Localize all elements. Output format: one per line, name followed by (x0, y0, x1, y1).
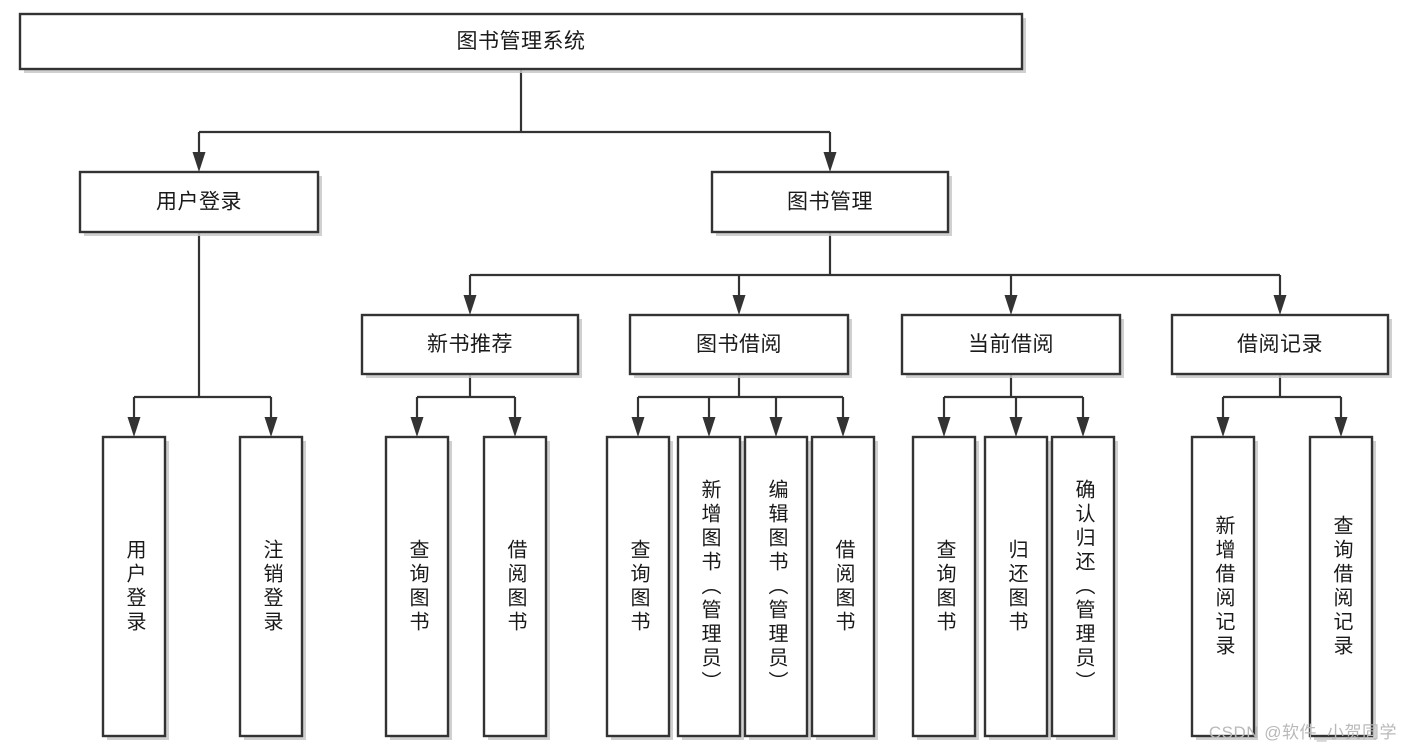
node-rect[interactable] (101, 435, 167, 738)
arrow-head-icon (127, 417, 141, 437)
node-login[interactable] (78, 170, 322, 236)
arrow-head-icon (410, 417, 424, 437)
arrow-head-icon (732, 295, 746, 315)
node-current[interactable] (900, 313, 1124, 378)
watermark-text: CSDN @软件_小贺同学 (1208, 723, 1397, 742)
arrow-head-icon (1076, 417, 1090, 437)
node-label: 用户登录 (156, 191, 242, 214)
node-rect[interactable] (1308, 435, 1374, 738)
arrow-head-icon (937, 417, 951, 437)
node-label: 新书推荐 (427, 333, 513, 356)
node-label: 图书管理 (787, 191, 873, 214)
edge-group-borrow (631, 374, 850, 437)
node-leaf-user-logout[interactable] (238, 435, 306, 740)
arrow-head-icon (631, 417, 645, 437)
node-rect[interactable] (238, 435, 304, 738)
node-leaf-query-book-2[interactable] (605, 435, 673, 740)
arrow-head-icon (1216, 417, 1230, 437)
arrow-head-icon (1334, 417, 1348, 437)
node-leaf-query-book-1[interactable] (384, 435, 452, 740)
node-rect[interactable] (360, 313, 580, 376)
node-rect[interactable] (1190, 435, 1256, 738)
node-leaf-edit-book[interactable] (743, 435, 811, 740)
node-leaf-confirm-return[interactable] (1050, 435, 1118, 740)
node-rect[interactable] (384, 435, 450, 738)
node-leaf-borrow-book-1[interactable] (482, 435, 550, 740)
node-label: 借阅记录 (1237, 333, 1323, 356)
node-root[interactable] (18, 12, 1026, 73)
node-rect[interactable] (911, 435, 977, 738)
node-borrow[interactable] (628, 313, 852, 378)
node-leaf-add-record[interactable] (1190, 435, 1258, 740)
edge-group-root (192, 69, 837, 172)
node-rect[interactable] (78, 170, 320, 234)
edge-group-bookmgmt (463, 232, 1287, 315)
node-leaf-user-login[interactable] (101, 435, 169, 740)
node-rect[interactable] (743, 435, 809, 738)
node-rect[interactable] (1050, 435, 1116, 738)
arrow-head-icon (836, 417, 850, 437)
node-rect[interactable] (810, 435, 876, 738)
arrow-head-icon (702, 417, 716, 437)
node-leaf-borrow-book-2[interactable] (810, 435, 878, 740)
node-rect[interactable] (605, 435, 671, 738)
edge-group-records (1216, 374, 1348, 437)
edge-group-newbook (410, 374, 522, 437)
node-rect[interactable] (676, 435, 742, 738)
arrow-head-icon (1273, 295, 1287, 315)
node-rect[interactable] (710, 170, 950, 234)
arrow-head-icon (1009, 417, 1023, 437)
arrow-head-icon (823, 152, 837, 172)
arrow-head-icon (508, 417, 522, 437)
node-rect[interactable] (628, 313, 850, 376)
node-bookmgmt[interactable] (710, 170, 952, 236)
edge-group-login (127, 232, 278, 437)
arrow-head-icon (264, 417, 278, 437)
node-layer (18, 12, 1392, 740)
arrow-head-icon (192, 152, 206, 172)
node-rect[interactable] (482, 435, 548, 738)
node-rect[interactable] (1170, 313, 1390, 376)
node-rect[interactable] (983, 435, 1049, 738)
node-rect[interactable] (900, 313, 1122, 376)
node-label: 图书管理系统 (457, 30, 586, 53)
arrow-head-icon (769, 417, 783, 437)
node-leaf-add-book[interactable] (676, 435, 744, 740)
arrow-head-icon (1004, 295, 1018, 315)
node-rect[interactable] (18, 12, 1024, 71)
node-label: 图书借阅 (696, 333, 782, 356)
node-label: 当前借阅 (968, 333, 1054, 356)
node-leaf-return-book[interactable] (983, 435, 1051, 740)
edge-layer (127, 69, 1348, 437)
node-newbook[interactable] (360, 313, 582, 378)
node-records[interactable] (1170, 313, 1392, 378)
arrow-head-icon (463, 295, 477, 315)
node-leaf-query-book-3[interactable] (911, 435, 979, 740)
node-leaf-query-record[interactable] (1308, 435, 1376, 740)
edge-group-current (937, 374, 1090, 437)
